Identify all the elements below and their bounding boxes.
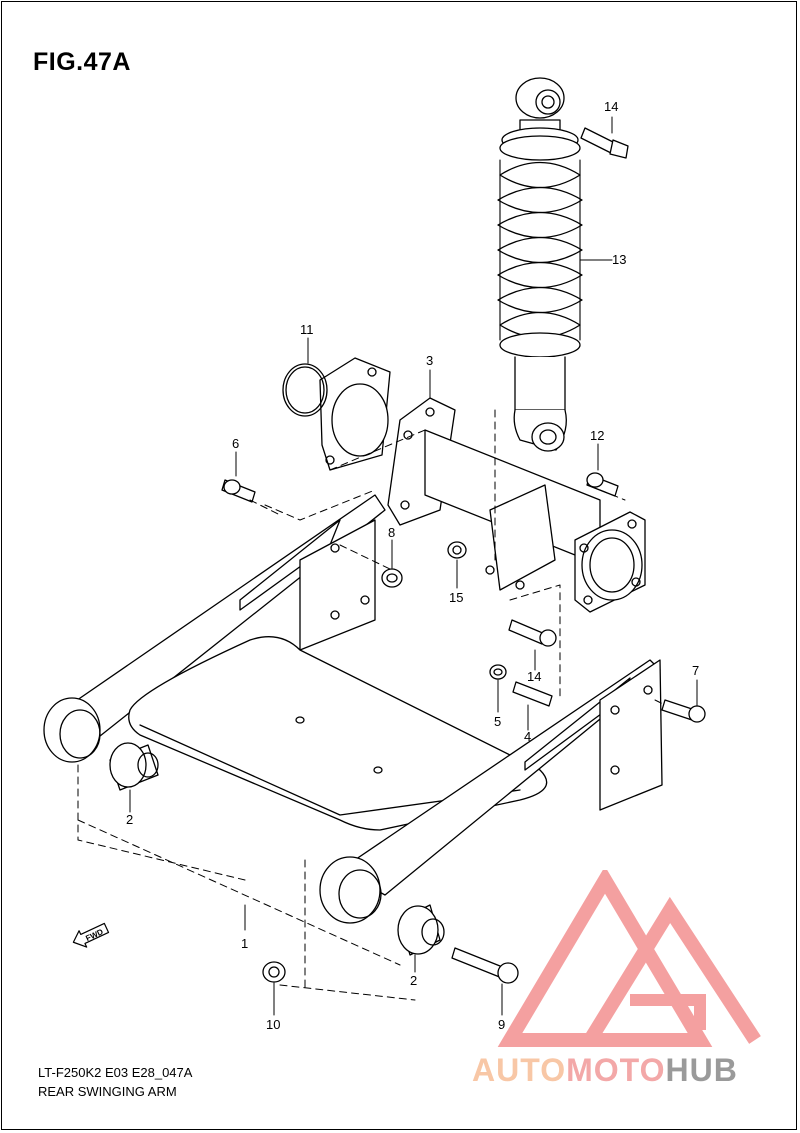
callout-9: 9 [498,1017,505,1032]
swinging-arm [43,494,663,924]
callout-7: 7 [692,663,699,678]
callout-11: 11 [300,322,314,337]
figure-code: LT-F250K2 E03 E28_047A [38,1065,193,1080]
callout-labels: 14 13 11 3 6 12 8 15 14 5 4 7 2 1 2 10 9 [126,99,699,1032]
nut-15 [447,541,467,559]
figure-title: FIG.47A [33,48,131,76]
callout-12: 12 [590,428,604,443]
bushing-left [109,742,159,791]
callout-4: 4 [524,729,531,744]
bolt-14-top [580,127,629,159]
bolt-6 [221,479,256,503]
automotohub-brand: AUTOMOTOHUB [472,1052,738,1089]
callout-14-lower: 14 [527,669,541,684]
shock-absorber [497,77,583,452]
callout-10: 10 [266,1017,280,1032]
callout-2-right: 2 [410,973,417,988]
callout-14-top: 14 [604,99,618,114]
fwd-label: FWD [84,927,105,943]
callout-3: 3 [426,353,433,368]
nut-8 [381,568,403,588]
bolt-14-lower [508,619,557,647]
leader-lines [77,116,698,1016]
bolt-12 [586,472,619,497]
brand-auto: AUTO [472,1052,567,1088]
callout-2-left: 2 [126,812,133,827]
callout-5: 5 [494,714,501,729]
callout-8: 8 [388,525,395,540]
nut-5 [489,664,507,680]
callout-13: 13 [612,252,626,267]
callout-6: 6 [232,436,239,451]
automotohub-logo [497,870,761,1047]
nut-10 [262,961,286,983]
axle-housing [319,357,646,613]
fwd-arrow-icon: FWD [72,922,110,948]
brand-moto: MOTO [566,1052,666,1088]
bolt-7 [661,699,706,723]
brand-hub: HUB [665,1052,738,1088]
figure-caption: REAR SWINGING ARM [38,1084,177,1099]
o-ring [282,363,328,417]
bushing-right [397,904,445,956]
callout-15: 15 [449,590,463,605]
bolt-4 [512,681,553,707]
callout-1: 1 [241,936,248,951]
bolt-9 [451,947,519,984]
